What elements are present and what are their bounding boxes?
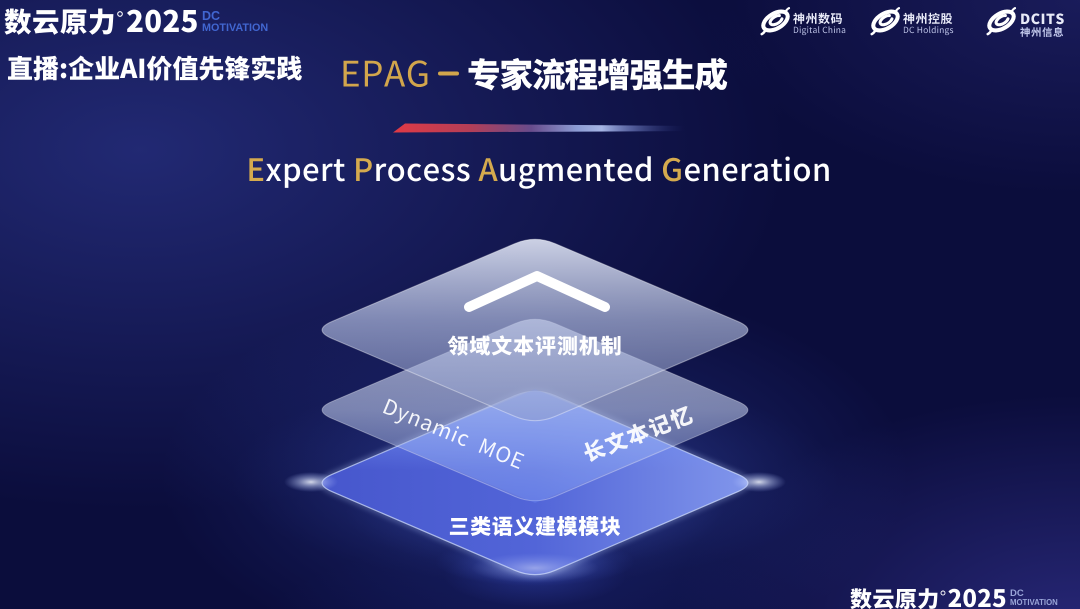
svg-text:DC: DC (202, 9, 220, 23)
svg-text:MOTIVATION: MOTIVATION (1010, 598, 1058, 607)
svg-text:MOTIVATION: MOTIVATION (202, 22, 268, 34)
svg-text:DC: DC (1010, 588, 1024, 599)
